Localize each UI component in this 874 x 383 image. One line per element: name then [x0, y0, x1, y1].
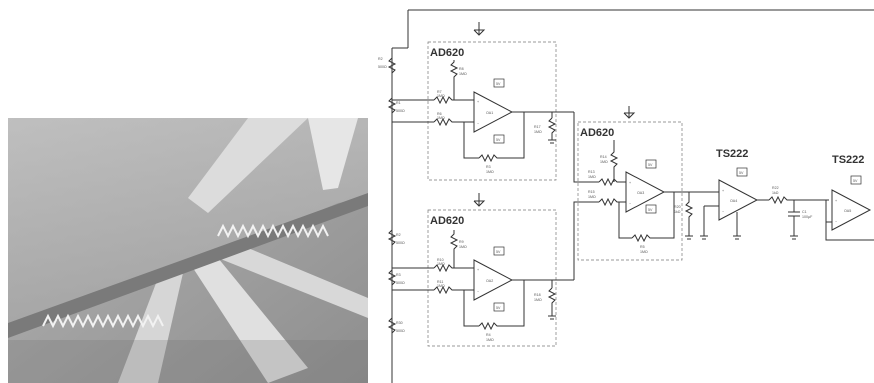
block-2-supply-top: 5V [496, 250, 501, 254]
spring-top [217, 223, 329, 239]
svg-text:+: + [629, 181, 631, 185]
electrode-3 [118, 273, 183, 383]
block-5-chip-label: TS222 [832, 154, 864, 166]
block-2-r-fb-val: 1MΩ [486, 338, 494, 342]
block-2-r-top-val: 1MΩ [459, 245, 467, 249]
block-2-opamp [473, 259, 514, 301]
circuit-schematic: R2 500Ω R1 500Ω R2 500Ω R3 500Ω R30 500Ω… [378, 9, 874, 383]
r-out2-val: 1MΩ [534, 298, 542, 302]
block-3-r-in1-val: 1MΩ [588, 175, 596, 179]
svg-text:−: − [722, 210, 724, 214]
block-2-chip-label: AD620 [430, 215, 464, 227]
low-pass-filter: R22 1kΩ C1 100µF [768, 186, 829, 240]
block-1-r-in1-ref: R7 [437, 90, 442, 94]
block-3-supply-top: 5V [648, 163, 653, 167]
r-d-ref: R30 [396, 321, 403, 325]
output-branch-1: R17 1MΩ [534, 112, 599, 183]
block-1-r-in2-ref: R6 [437, 112, 442, 116]
block-1-r-fb-val: 1MΩ [486, 170, 494, 174]
r-b-val: 500Ω [396, 241, 405, 245]
block-1-chip-label: AD620 [430, 47, 464, 59]
c-lp-ref: C1 [802, 210, 807, 214]
block-4-opamp [718, 179, 759, 221]
r-a-ref: R1 [396, 101, 401, 105]
ad620-block-1: AD620 R8 1MΩ R7 1MΩ R6 1MΩ + − OA1 5V 5V… [392, 22, 574, 181]
block-1-r-in2-val: 1MΩ [437, 116, 445, 120]
shadow [8, 340, 368, 383]
svg-text:+: + [835, 199, 837, 203]
block-4-amp-label: OA4 [730, 199, 737, 203]
block-2-r-in2-ref: R11 [437, 280, 443, 284]
block-3-r-top-val: 1MΩ [600, 160, 608, 164]
block-1-supply-top: 5V [496, 82, 501, 86]
block-3-amp-label: OA3 [637, 191, 644, 195]
block-1-r-in1-val: 1MΩ [437, 94, 445, 98]
block-3-r-top-ref: R14 [600, 155, 607, 159]
r-out1-val: 1MΩ [534, 130, 542, 134]
block-3-r-in2-ref: R15 [588, 190, 595, 194]
spring-bottom [42, 313, 164, 329]
svg-text:+: + [477, 268, 479, 272]
block-3-r-in2-val: 1MΩ [588, 195, 596, 199]
block-1-opamp [473, 91, 514, 133]
r-b-ref: R2 [396, 233, 401, 237]
block-5-amp-label: OA5 [844, 209, 851, 213]
gain-network: R20 1kΩ [674, 192, 719, 240]
block-1-r-top-ref: R8 [459, 67, 464, 71]
c-lp-val: 100µF [802, 215, 813, 219]
block-5-supply: 5V [853, 179, 858, 183]
r-lp-ref: R22 [772, 186, 779, 190]
upper-plate [8, 118, 368, 333]
output-branch-2: R18 1MΩ [534, 201, 599, 320]
block-3-supply-bottom: 5V [648, 208, 653, 212]
divider-chain: R2 500Ω R1 500Ω R2 500Ω R3 500Ω R30 500Ω [378, 57, 405, 334]
r-pot-val: 500Ω [378, 65, 387, 69]
ad620-block-3: AD620 R14 1MΩ R13 1MΩ R15 1MΩ + − OA3 5V… [577, 106, 719, 261]
block-2-r-in2-val: 1MΩ [437, 284, 445, 288]
block-1-r-fb-ref: R3 [486, 165, 491, 169]
svg-text:+: + [477, 100, 479, 104]
r-g-ref: R20 [674, 205, 681, 209]
block-2-r-top-ref: R9 [459, 240, 464, 244]
electrode-1 [188, 118, 308, 213]
block-2-r-in1-ref: R10 [437, 258, 444, 262]
svg-text:−: − [629, 202, 631, 206]
block-3-r-fb-ref: R5 [640, 245, 645, 249]
block-3-r-fb-val: 1MΩ [640, 250, 648, 254]
block-1-r-top-val: 1MΩ [459, 72, 467, 76]
block-3-opamp [625, 171, 666, 213]
block-2-r-in1-val: 1MΩ [437, 262, 445, 266]
r-a-val: 500Ω [396, 109, 405, 113]
block-3-chip-label: AD620 [580, 127, 614, 139]
block-2-r-fb-ref: R4 [486, 333, 491, 337]
r-c-ref: R3 [396, 273, 401, 277]
electrode-4 [193, 258, 308, 383]
r-d-val: 500Ω [396, 329, 405, 333]
svg-text:−: − [477, 122, 479, 126]
beam [8, 193, 368, 338]
r-out1-ref: R17 [534, 125, 541, 129]
block-3-r-in1-ref: R13 [588, 170, 595, 174]
ts222-block-2: TS222 + − OA5 5V [825, 154, 874, 241]
r-pot-ref: R2 [378, 57, 383, 61]
block-4-chip-label: TS222 [716, 148, 748, 160]
sem-photo [8, 118, 368, 383]
block-2-supply-bottom: 5V [496, 306, 501, 310]
svg-text:−: − [477, 290, 479, 294]
block-2-amp-label: OA2 [486, 279, 493, 283]
electrode-2 [308, 118, 358, 190]
r-out2-ref: R18 [534, 293, 541, 297]
block-5-opamp [831, 189, 872, 231]
ts222-block-1: TS222 + − OA4 5V [716, 148, 769, 240]
r-g-val: 1kΩ [674, 210, 681, 214]
r-c-val: 500Ω [396, 281, 405, 285]
ad620-block-2: AD620 R9 1MΩ R10 1MΩ R11 1MΩ + − OA2 5V … [392, 193, 574, 347]
block-1-supply-bottom: 5V [496, 138, 501, 142]
r-lp-val: 1kΩ [772, 191, 779, 195]
electrode-5 [218, 248, 368, 318]
svg-text:+: + [722, 189, 724, 193]
block-4-supply: 5V [739, 171, 744, 175]
svg-text:−: − [835, 220, 837, 224]
block-1-amp-label: OA1 [486, 111, 493, 115]
